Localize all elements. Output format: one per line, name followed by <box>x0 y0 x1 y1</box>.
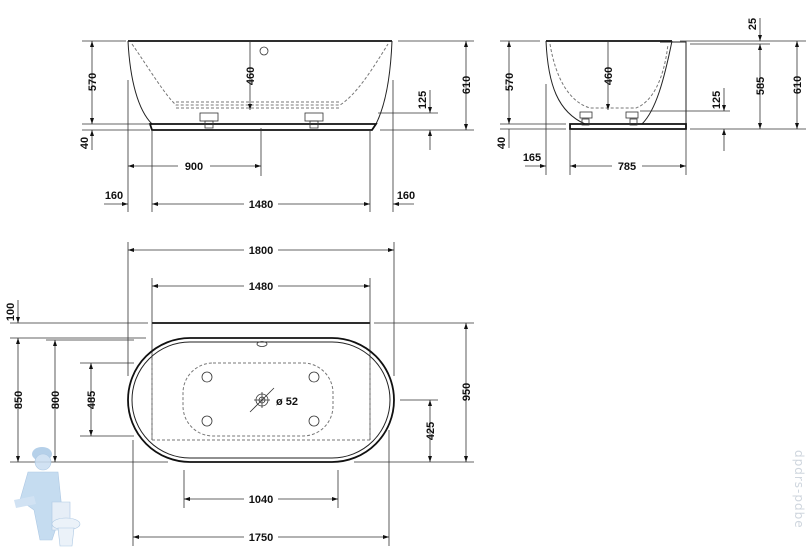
dim-front-900: 900 <box>185 161 203 173</box>
dim-front-125: 125 <box>417 91 429 109</box>
plan-view: ø 52 1800 1480 100 850 <box>5 242 474 546</box>
dim-plan-800: 800 <box>50 391 62 409</box>
dim-front-40: 40 <box>79 137 91 149</box>
dim-side-570: 570 <box>504 73 516 91</box>
watermark-text: dpdrs-pdbe <box>792 450 806 529</box>
dim-plan-850: 850 <box>13 391 25 409</box>
dim-plan-drain-diameter: ø 52 <box>276 396 298 408</box>
dim-plan-1040: 1040 <box>249 494 273 506</box>
dim-plan-1480: 1480 <box>249 281 273 293</box>
dim-front-460: 460 <box>245 67 257 85</box>
front-view: 570 40 460 610 125 900 <box>79 40 474 212</box>
dim-side-125: 125 <box>711 91 723 109</box>
dim-side-40: 40 <box>496 137 508 149</box>
dim-side-785: 785 <box>618 161 636 173</box>
dim-plan-1750: 1750 <box>249 532 273 544</box>
dim-plan-1800: 1800 <box>249 245 273 257</box>
dim-side-460: 460 <box>603 67 615 85</box>
dim-side-165: 165 <box>523 152 541 164</box>
dim-side-585: 585 <box>755 77 767 95</box>
dim-plan-425: 425 <box>425 422 437 440</box>
dim-front-570: 570 <box>87 73 99 91</box>
dim-plan-950: 950 <box>461 383 473 401</box>
dim-plan-100: 100 <box>5 303 17 321</box>
dim-front-160-right: 160 <box>397 190 415 202</box>
dim-front-610: 610 <box>461 76 473 94</box>
dim-side-610: 610 <box>792 76 804 94</box>
plumber-mascot-logo <box>14 447 81 547</box>
dim-side-25: 25 <box>747 18 759 30</box>
side-view: 570 40 460 25 585 610 125 <box>496 18 806 175</box>
dim-plan-485: 485 <box>86 391 98 409</box>
dim-front-1480: 1480 <box>249 199 273 211</box>
dim-front-160-left: 160 <box>105 190 123 202</box>
